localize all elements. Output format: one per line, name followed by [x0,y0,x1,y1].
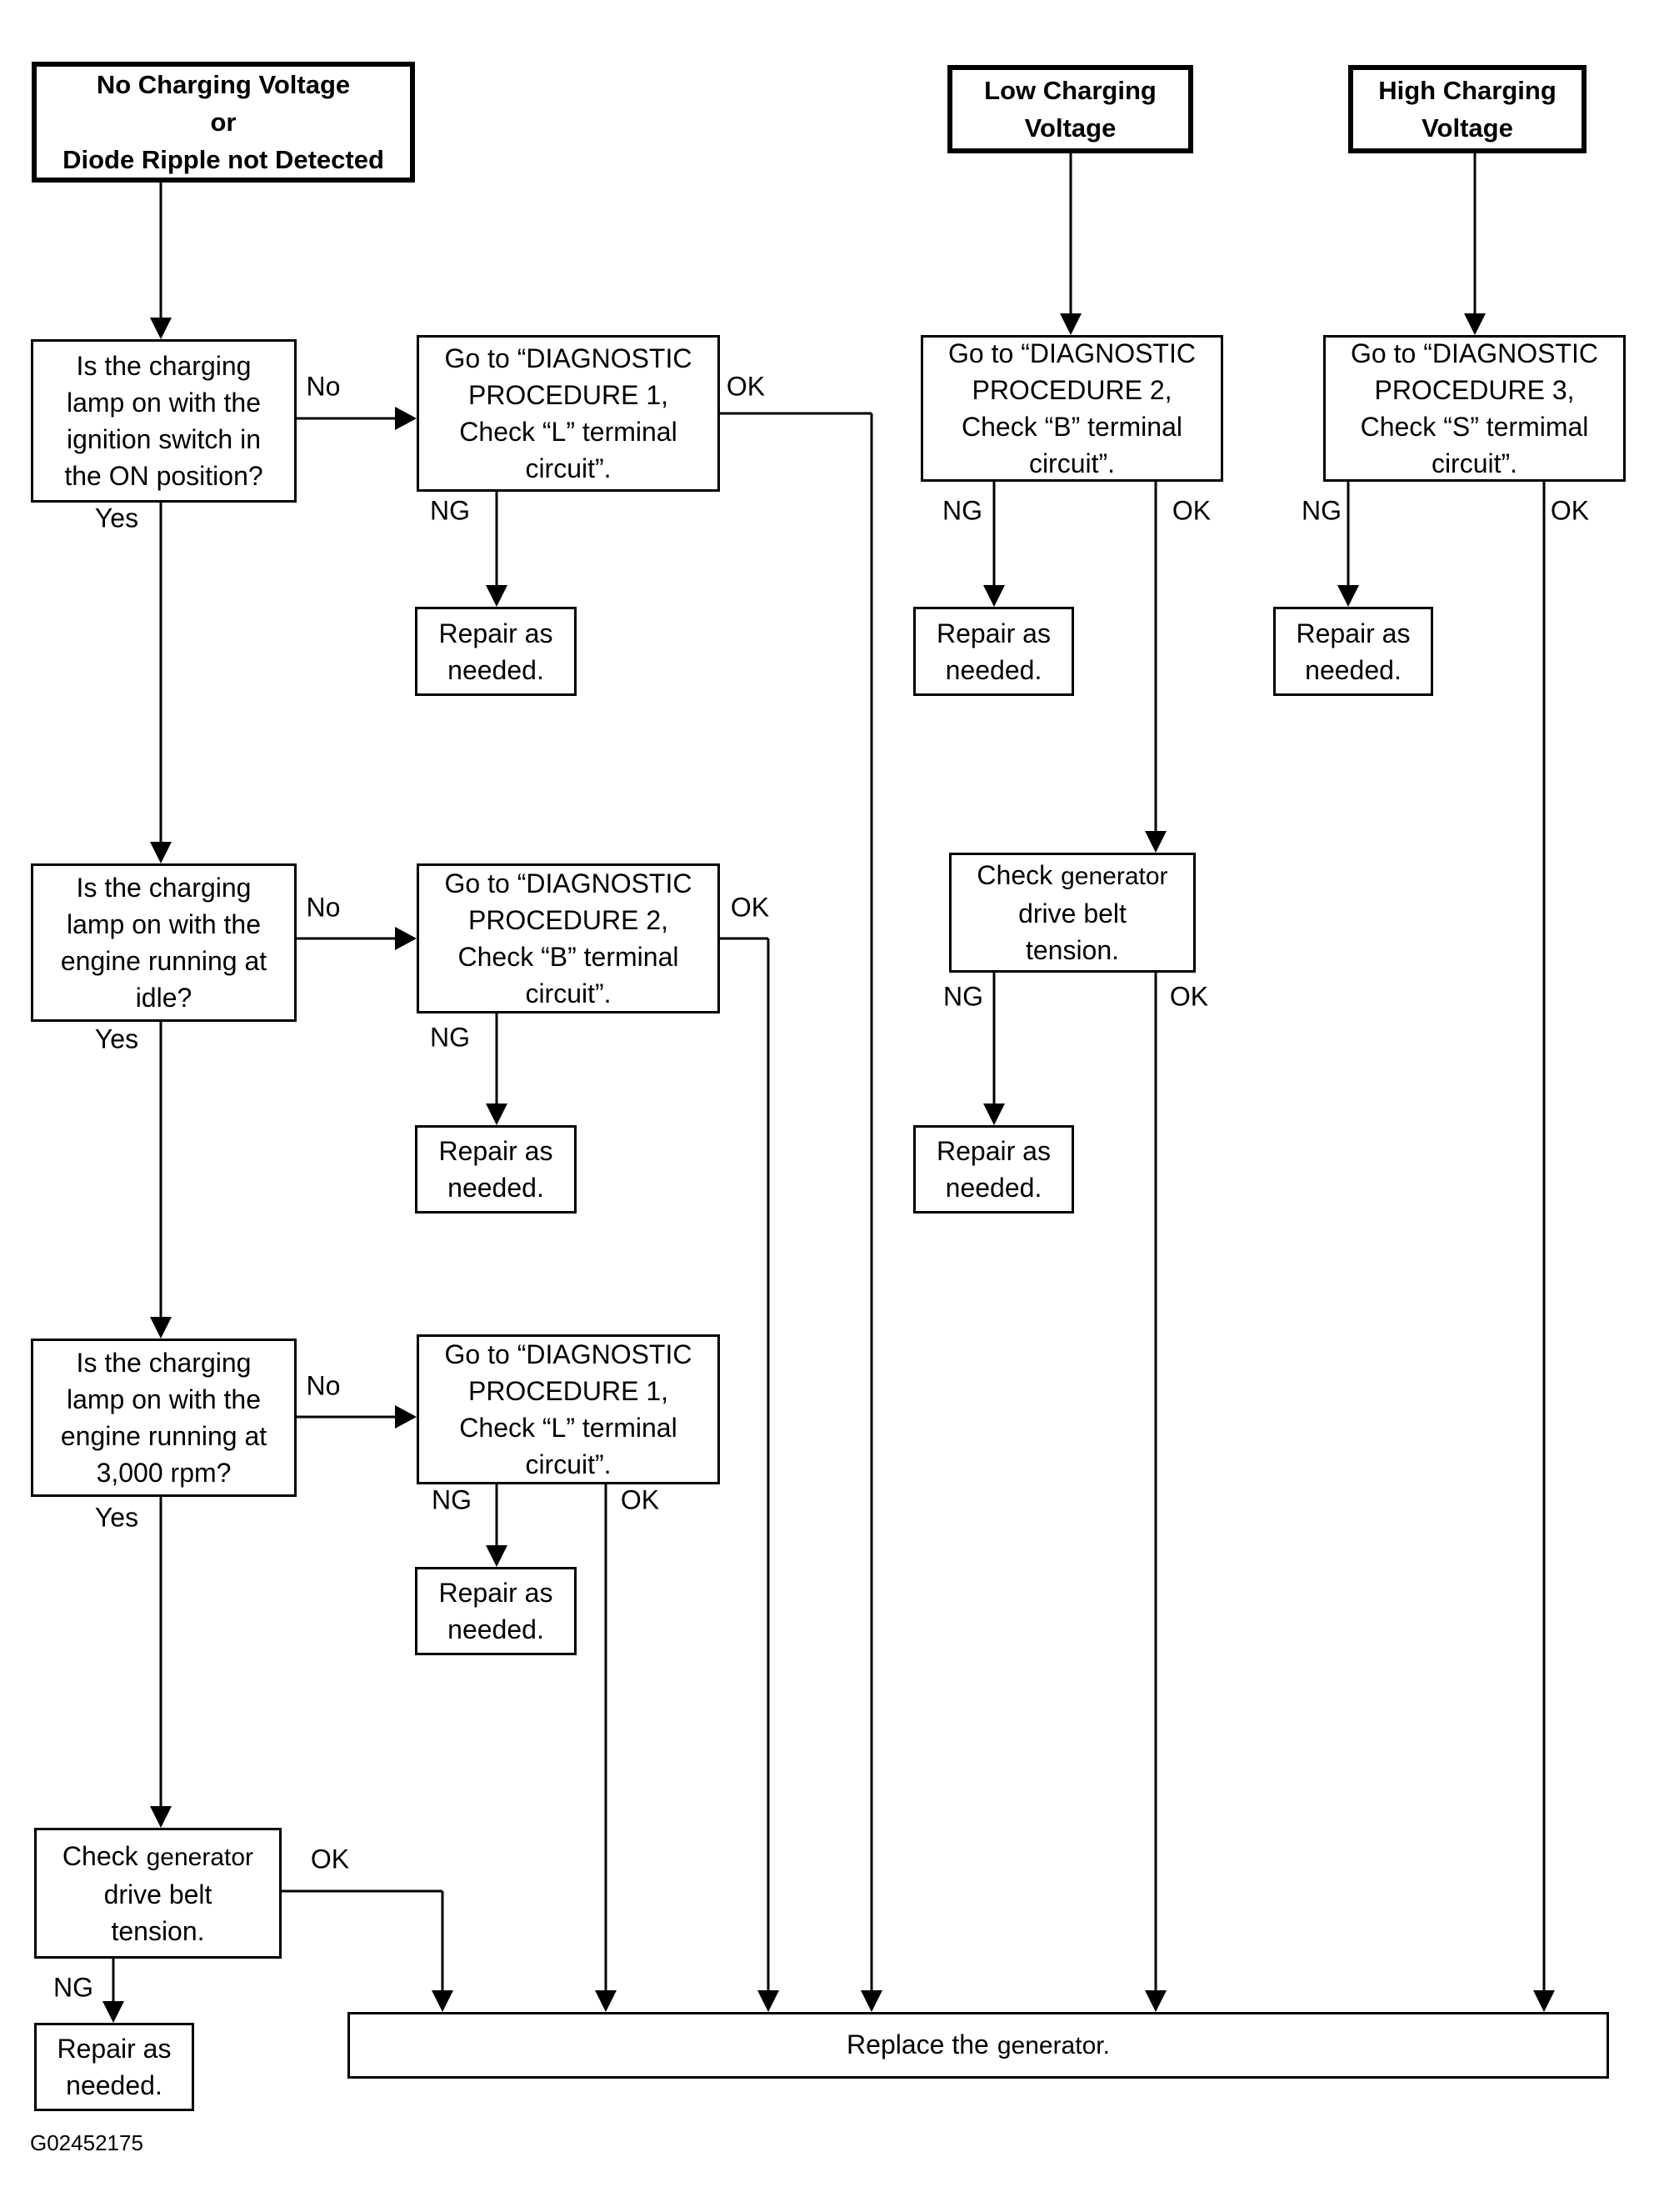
edge-label-ok-dp1-row1: OK [726,371,766,402]
replace-generator-box: Replace the generator. [347,2012,1609,2079]
edge-label-ok-belt-left: OK [310,1844,350,1874]
edge-label-ok-dp2-lowvolt: OK [1172,495,1212,526]
question-lamp-engine-idle-label: Is the charging lamp on with the engine … [60,873,267,1013]
repair-box-col2-row2-label: Repair as needed. [438,1136,553,1203]
edge-label-ng-dp1-row3: NG [432,1484,472,1515]
replace-generator-label: Replace the generator. [847,2026,1110,2064]
repair-box-mid-row1-label: Repair as needed. [937,618,1051,685]
procedure1-box-row1: Go to “DIAGNOSTIC PROCEDURE 1, Check “L”… [417,335,720,492]
check-word: Check [977,860,1053,890]
repair-box-right-row1-label: Repair as needed. [1296,618,1411,685]
edge-label-ok-belt-mid: OK [1169,981,1209,1012]
header-no-charging-voltage-label: No Charging Voltage or Diode Ripple not … [62,70,384,174]
repair-box-col2-row3-label: Repair as needed. [438,1578,553,1644]
edge-label-no-3: No [306,1370,341,1401]
procedure3-box-highvolt: Go to “DIAGNOSTIC PROCEDURE 3, Check “S”… [1323,335,1626,482]
figure-code: G02452175 [30,2130,143,2155]
check-belt-mid-line1: Check generator [977,857,1167,895]
check-belt-left-line3: tension. [111,1915,205,1946]
procedure3-box-highvolt-label: Go to “DIAGNOSTIC PROCEDURE 3, Check “S”… [1351,338,1598,478]
header-no-charging-voltage: No Charging Voltage or Diode Ripple not … [32,62,415,183]
generator-word: generator. [997,2032,1110,2059]
repair-box-bottom-left-label: Repair as needed. [57,2034,172,2100]
procedure2-box-lowvolt: Go to “DIAGNOSTIC PROCEDURE 2, Check “B”… [921,335,1223,482]
header-high-charging-voltage-label: High Charging Voltage [1378,76,1557,143]
check-belt-tension-left-box: Check generator drive belt tension. [34,1828,282,1959]
header-high-charging-voltage: High Charging Voltage [1348,65,1587,153]
edge-label-yes-1: Yes [94,503,139,533]
check-belt-left-line2: drive belt [103,1879,212,1909]
question-lamp-engine-idle: Is the charging lamp on with the engine … [31,863,297,1022]
edge-label-ok-dp1-row3: OK [620,1484,660,1515]
repair-box-col2-row1-label: Repair as needed. [438,618,553,685]
edge-label-ng-dp3: NG [1302,495,1342,526]
question-lamp-ignition-on-label: Is the charging lamp on with the ignitio… [64,351,263,491]
repair-box-col2-row1: Repair as needed. [415,607,577,696]
edge-label-ng-dp2-lowvolt: NG [942,495,982,526]
check-belt-mid-line2: drive belt [1018,898,1127,928]
procedure2-box-row2: Go to “DIAGNOSTIC PROCEDURE 2, Check “B”… [417,863,720,1013]
edge-label-no-2: No [306,892,341,923]
header-low-charging-voltage-label: Low Charging Voltage [984,76,1157,143]
procedure1-box-row1-label: Go to “DIAGNOSTIC PROCEDURE 1, Check “L”… [444,343,692,483]
procedure2-box-lowvolt-label: Go to “DIAGNOSTIC PROCEDURE 2, Check “B”… [948,338,1196,478]
question-lamp-engine-3000rpm-label: Is the charging lamp on with the engine … [60,1348,267,1488]
edge-label-yes-3: Yes [94,1502,139,1533]
repair-box-right-row1: Repair as needed. [1273,607,1433,696]
generator-word: generator [1061,863,1168,890]
check-belt-tension-mid-box: Check generator drive belt tension. [949,853,1196,973]
repair-box-bottom-left: Repair as needed. [34,2023,194,2111]
edge-label-ok-dp3: OK [1550,495,1590,526]
edge-label-ok-dp2-row2: OK [730,892,770,923]
replace-the-words: Replace the [847,2029,989,2059]
procedure1-box-row3: Go to “DIAGNOSTIC PROCEDURE 1, Check “L”… [417,1334,720,1484]
edge-label-ng-dp2-row2: NG [430,1022,470,1053]
edge-label-ng-belt-mid: NG [943,981,983,1012]
edge-label-yes-2: Yes [94,1023,139,1054]
generator-word: generator [146,1843,254,1871]
header-low-charging-voltage: Low Charging Voltage [947,65,1193,153]
repair-box-mid-row1: Repair as needed. [913,607,1074,696]
check-belt-mid-line3: tension. [1025,935,1120,965]
question-lamp-ignition-on: Is the charging lamp on with the ignitio… [31,339,297,503]
edge-label-no-1: No [306,371,341,402]
procedure1-box-row3-label: Go to “DIAGNOSTIC PROCEDURE 1, Check “L”… [444,1339,692,1479]
repair-box-col2-row2: Repair as needed. [415,1125,577,1214]
repair-box-col2-row3: Repair as needed. [415,1567,577,1655]
edge-label-ng-belt-left: NG [53,1972,93,2003]
repair-box-mid-row2: Repair as needed. [913,1125,1074,1214]
procedure2-box-row2-label: Go to “DIAGNOSTIC PROCEDURE 2, Check “B”… [444,868,692,1008]
edge-label-ng-dp1-row1: NG [430,495,470,526]
question-lamp-engine-3000rpm: Is the charging lamp on with the engine … [31,1339,297,1497]
check-belt-left-line1: Check generator [62,1838,253,1876]
check-word: Check [62,1840,138,1871]
repair-box-mid-row2-label: Repair as needed. [937,1136,1051,1203]
